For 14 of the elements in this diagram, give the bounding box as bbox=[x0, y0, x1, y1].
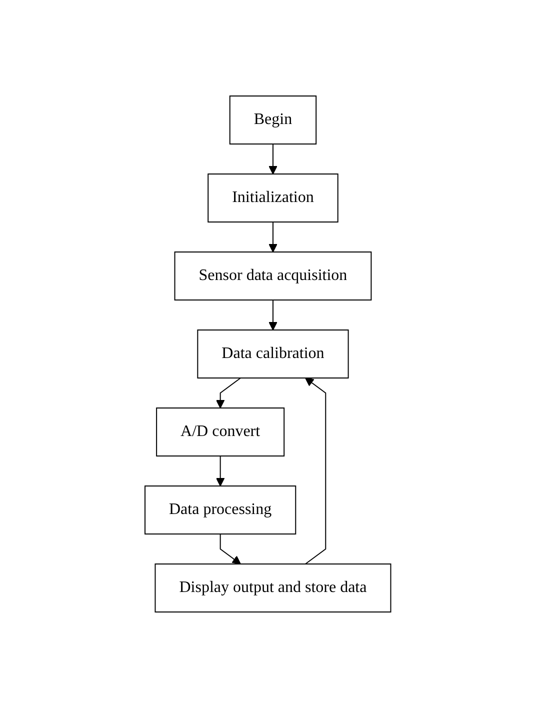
node-box: Initialization bbox=[207, 174, 338, 222]
arrow bbox=[268, 222, 277, 252]
node-box: Data calibration bbox=[196, 330, 348, 378]
node-box: Sensor data acquisition bbox=[174, 252, 372, 300]
arrow bbox=[304, 378, 326, 564]
node-box: Begin bbox=[229, 96, 316, 144]
node-box: A/D convert bbox=[156, 408, 284, 456]
node-box: Display output and store data bbox=[154, 563, 391, 612]
arrow bbox=[268, 300, 277, 330]
arrow bbox=[216, 456, 224, 486]
arrow bbox=[216, 378, 241, 408]
arrow bbox=[219, 533, 241, 564]
arrow bbox=[268, 144, 277, 174]
node-box: Data processing bbox=[144, 486, 296, 534]
